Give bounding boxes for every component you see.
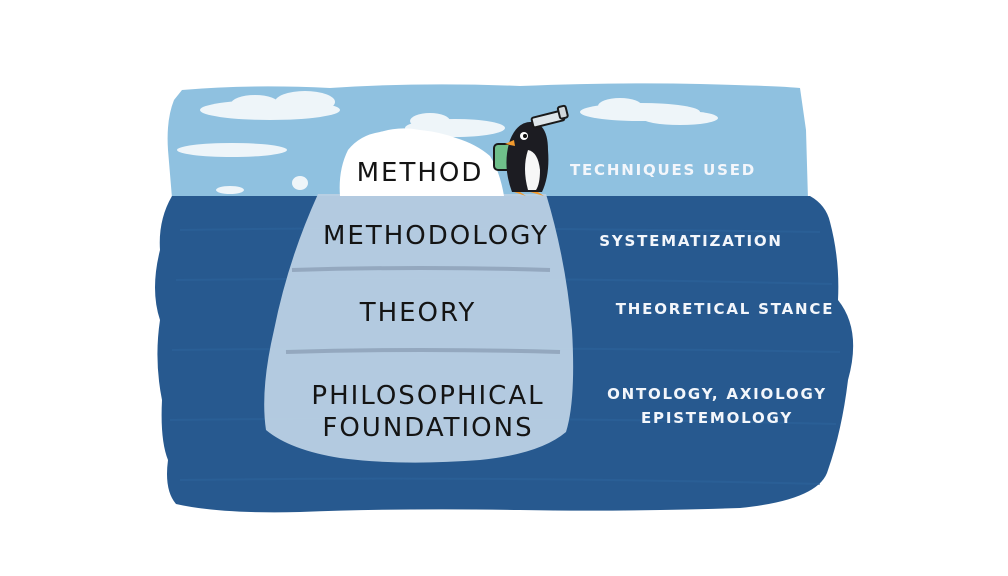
layer-divider <box>285 348 561 354</box>
layer-divider <box>291 266 551 272</box>
layer-name-methodology: METHODOLOGY <box>322 221 550 251</box>
layer-desc-theoretical-stance: THEORETICAL STANCE <box>615 300 835 318</box>
penguin <box>493 104 569 196</box>
layer-desc-systematization: SYSTEMATIZATION <box>599 232 783 250</box>
iceberg-tip <box>339 128 504 196</box>
layer-desc-techniques-used: TECHNIQUES USED <box>569 161 757 179</box>
spyglass-icon <box>530 104 569 129</box>
layer-name-method: METHOD <box>356 158 484 188</box>
layer-desc-ontology-axiology-epistemology: ONTOLOGY, AXIOLOGY EPISTEMOLOGY <box>607 385 827 427</box>
iceberg-underwater <box>264 194 574 463</box>
layer-name-philosophical-foundations: PHILOSOPHICAL FOUNDATIONS <box>311 381 545 443</box>
clouds <box>177 91 718 194</box>
layer-name-theory: THEORY <box>359 298 477 328</box>
